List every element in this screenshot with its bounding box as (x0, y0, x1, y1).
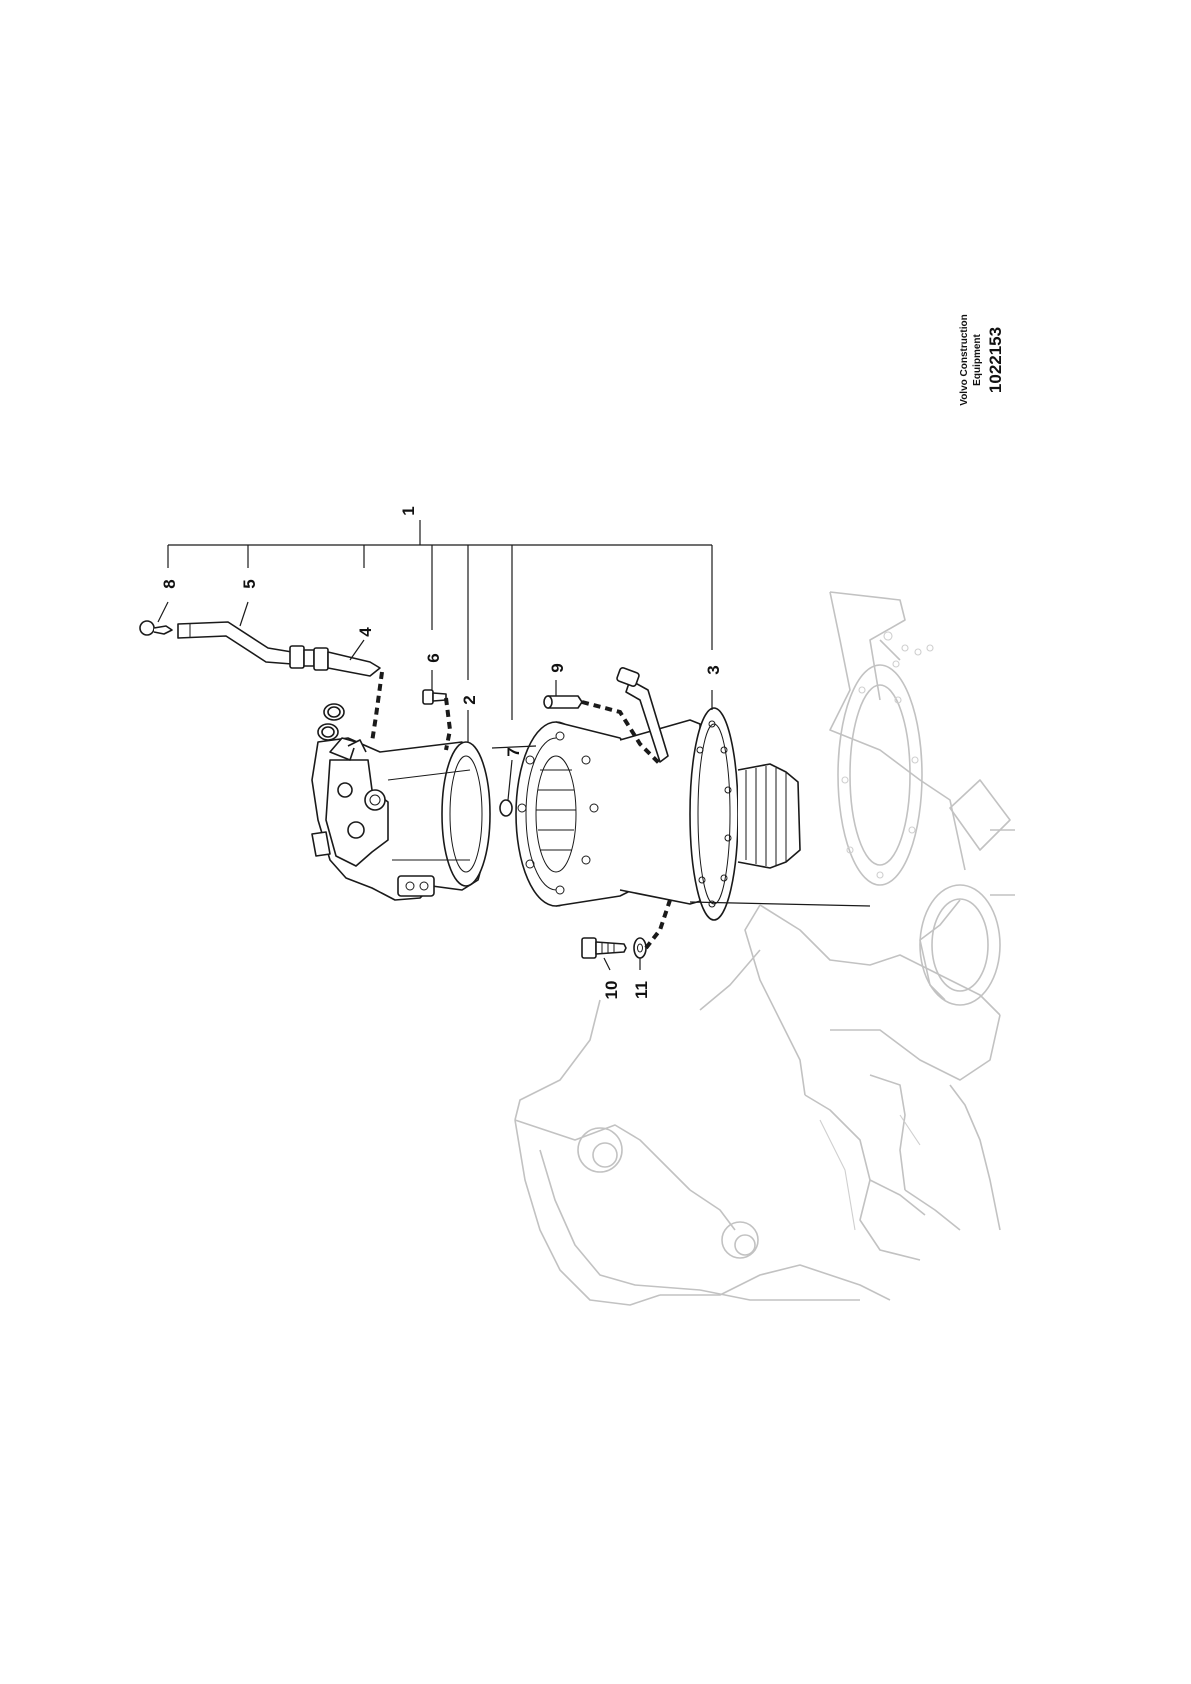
callout-labels: 1 8 5 4 6 2 7 9 3 10 11 (160, 506, 723, 999)
reference-company: Volvo Construction (959, 314, 970, 405)
reference-company-line2: Equipment (972, 334, 983, 386)
washer-part (633, 937, 647, 959)
reference-block: Volvo Construction Equipment 1022153 (959, 314, 1005, 405)
reference-number: 1022153 (986, 327, 1005, 393)
fitting-part (289, 645, 381, 677)
assembly-paths (370, 671, 672, 950)
callout-3: 3 (704, 665, 723, 674)
callout-4: 4 (356, 627, 375, 637)
callout-6: 6 (424, 653, 443, 662)
callout-9: 9 (548, 663, 567, 672)
swing-motor-part (311, 737, 491, 901)
callout-10: 10 (602, 981, 621, 1000)
hose-part (177, 621, 293, 665)
leader-lines (157, 520, 871, 971)
o-ring-part (499, 799, 513, 817)
upper-frame-outline (514, 591, 1015, 1306)
pin-part (543, 695, 583, 709)
plug-parts (317, 703, 345, 741)
callout-7: 7 (504, 747, 523, 756)
callout-11: 11 (632, 981, 651, 999)
callout-1: 1 (399, 506, 418, 515)
callout-8: 8 (160, 579, 179, 588)
ring-pin-part (139, 620, 173, 636)
bolt-part (581, 937, 627, 959)
screw-part (422, 689, 447, 705)
callout-5: 5 (240, 579, 259, 588)
callout-2: 2 (460, 695, 479, 704)
reduction-gear-part (515, 667, 801, 921)
